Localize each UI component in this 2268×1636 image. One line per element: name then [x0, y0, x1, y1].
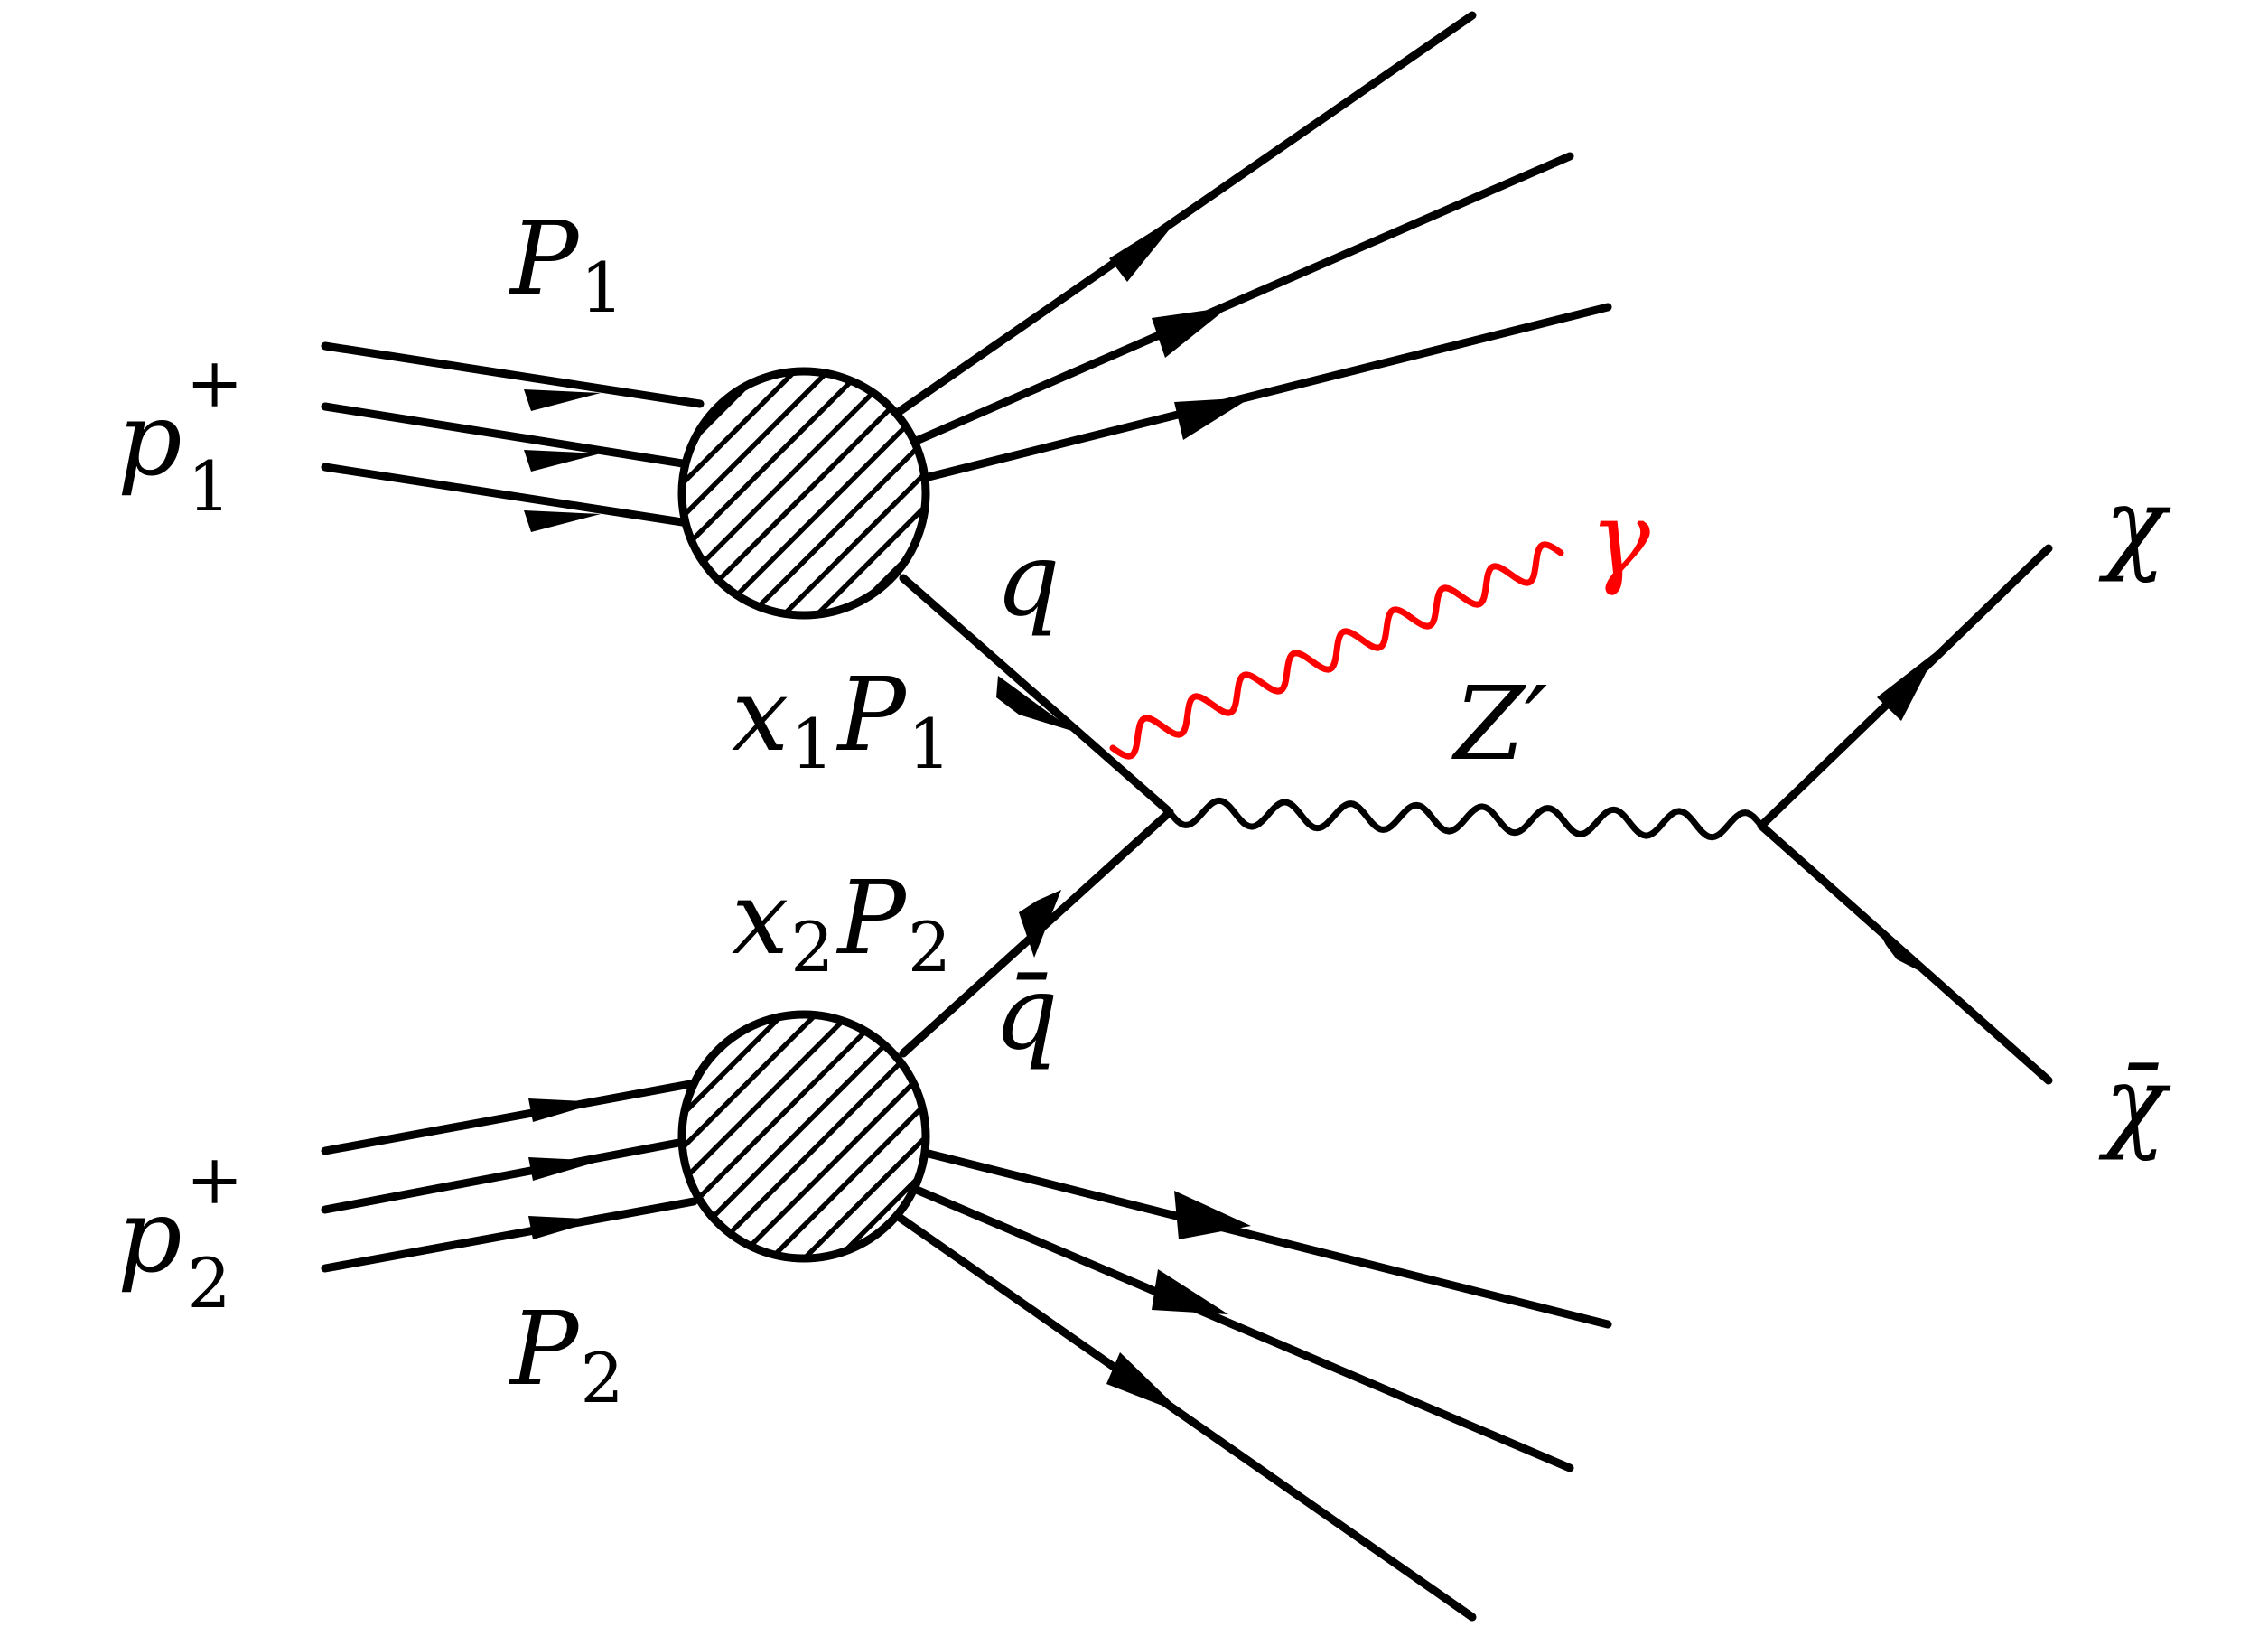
chibar-arrow	[1872, 920, 1937, 980]
dark-matter-lines	[1757, 544, 2053, 1085]
arrow-up-in-2	[524, 450, 601, 472]
arrow-low-out-1	[1174, 1191, 1251, 1239]
quark-lines	[899, 574, 1174, 1058]
label-qbar: q̄	[994, 955, 1059, 1072]
arrow-up-in-1	[524, 389, 601, 411]
upper-remnant-lines	[894, 11, 1612, 483]
label-x2P2: x2P2	[732, 860, 951, 987]
arrow-up-out-1	[1109, 212, 1183, 282]
label-p2-plus: p+2	[117, 1139, 243, 1323]
label-x1P1: x1P1	[732, 657, 951, 784]
arrow-low-in-1	[528, 1098, 601, 1122]
arrow-low-out-2	[1152, 1269, 1228, 1314]
arrow-low-in-2	[528, 1157, 601, 1181]
label-chibar: χ̄	[2098, 1045, 2171, 1163]
lower-remnant-lines	[894, 1147, 1612, 1622]
photon-line	[1109, 541, 1564, 760]
label-P2: P2	[509, 1291, 624, 1418]
upper-proton-lines	[321, 341, 705, 532]
zprime-line	[1166, 797, 1765, 841]
arrow-low-in-3	[528, 1216, 601, 1239]
chi-arrow	[1877, 650, 1937, 721]
lower-proton-lines	[321, 1078, 705, 1273]
arrow-up-out-3	[1174, 397, 1251, 440]
quark-line	[899, 574, 1174, 817]
label-q: q	[995, 521, 1060, 639]
antiquark-arrow	[1019, 890, 1061, 958]
arrow-low-out-3	[1106, 1352, 1183, 1414]
lower-proton-blob	[677, 1010, 930, 1263]
arrow-up-in-3	[524, 510, 601, 532]
arrow-up-out-2	[1152, 307, 1228, 358]
upper-proton-blob	[677, 367, 930, 620]
label-p1-plus: p+1	[117, 342, 243, 527]
quark-arrow	[996, 676, 1075, 732]
label-chi: χ	[2098, 467, 2171, 584]
label-zprime: Z′	[1451, 666, 1547, 783]
label-gamma: γ	[1590, 481, 1651, 598]
label-P1: P1	[509, 201, 624, 328]
